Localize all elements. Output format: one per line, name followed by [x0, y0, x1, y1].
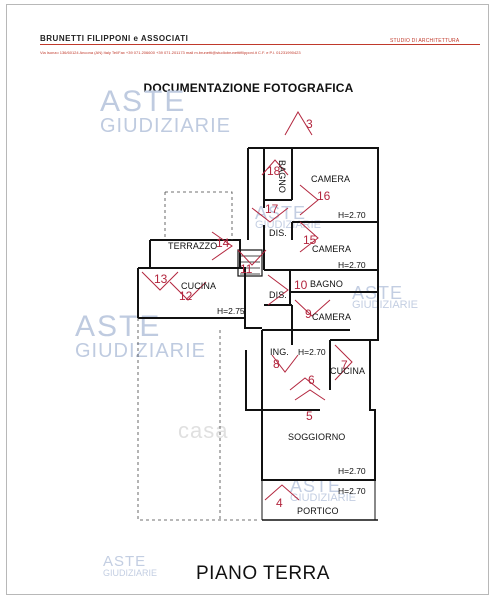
watermark-line1: ASTE — [255, 203, 307, 223]
photo-point-number: 5 — [306, 409, 313, 423]
watermark-logo-middle: ASTE GIUDIZIARIE — [75, 310, 207, 362]
room-camera-3: CAMERA — [312, 312, 352, 322]
firm-address: Via Isonzo 136/60124 Ancona (AN) Italy T… — [40, 50, 301, 55]
room-soggiorno: SOGGIORNO — [288, 432, 346, 442]
room-terrazzo: TERRAZZO — [168, 241, 218, 251]
photo-point-number: 14 — [216, 236, 230, 250]
height-label: H=2.70 — [338, 486, 366, 496]
room-cucina-1: CUCINA — [181, 281, 217, 291]
watermark-logo-bottom: ASTE GIUDIZIARIE — [103, 553, 158, 578]
watermark-line2: GIUDIZIARIE — [352, 299, 419, 312]
page-frame — [6, 4, 489, 595]
watermark-line2: GIUDIZIARIE — [100, 114, 232, 137]
photo-point-number: 17 — [265, 202, 279, 216]
room-bagno-top: BAGNO — [277, 160, 287, 194]
watermark-line2: GIUDIZIARIE — [290, 492, 357, 505]
watermark-line2: GIUDIZIARIE — [255, 219, 322, 232]
photo-point-number: 7 — [341, 358, 348, 372]
photo-point-number: 4 — [276, 496, 283, 510]
photo-point-number: 9 — [305, 307, 312, 321]
photo-point-number: 18 — [267, 164, 281, 178]
watermark-line1: ASTE — [100, 85, 187, 118]
height-label: H=2.75 — [217, 306, 245, 316]
photo-point-number: 6 — [308, 373, 315, 387]
document-title: DOCUMENTAZIONE FOTOGRAFICA — [143, 81, 354, 95]
photo-point-number: 12 — [179, 289, 193, 303]
photo-point-number: 15 — [303, 233, 317, 247]
height-label: H=2.70 — [298, 347, 326, 357]
watermark-logo-plan-1: ASTE GIUDIZIARIE — [255, 203, 322, 232]
height-label: H=2.70 — [338, 210, 366, 220]
room-dis-2: DIS. — [269, 290, 287, 300]
photo-point-number: 13 — [154, 272, 168, 286]
room-bagno-2: BAGNO — [310, 279, 344, 289]
room-cucina-2: CUCINA — [330, 366, 366, 376]
photo-point-number: 10 — [294, 278, 308, 292]
room-ingresso: ING. — [270, 347, 289, 357]
photo-point-number: 8 — [273, 357, 280, 371]
watermark-line2: GIUDIZIARIE — [103, 567, 158, 578]
watermark-line1: ASTE — [290, 476, 342, 496]
firm-subtitle: STUDIO DI ARCHITETTURA — [390, 38, 460, 44]
watermark-logo-plan-3: ASTE GIUDIZIARIE — [290, 476, 357, 505]
room-portico: PORTICO — [297, 506, 339, 516]
watermark-line2: GIUDIZIARIE — [75, 339, 207, 362]
height-label: H=2.70 — [338, 466, 366, 476]
firm-name: BRUNETTI FILIPPONI e ASSOCIATI — [40, 34, 189, 43]
height-label: H=2.70 — [338, 260, 366, 270]
room-camera-1: CAMERA — [311, 174, 351, 184]
room-dis-1: DIS. — [269, 228, 287, 238]
watermark-logo-top: ASTE GIUDIZIARIE — [100, 85, 232, 137]
floor-title: PIANO TERRA — [196, 563, 330, 584]
room-camera-2: CAMERA — [312, 244, 352, 254]
header-rule — [40, 44, 480, 45]
watermark-casa: casa — [178, 418, 229, 443]
watermark-line1: ASTE — [103, 553, 147, 570]
watermark-line1: ASTE — [75, 310, 162, 343]
photo-point-number: 16 — [317, 189, 331, 203]
photo-point-number: 11 — [240, 262, 253, 276]
photo-point-number: 3 — [306, 117, 313, 131]
